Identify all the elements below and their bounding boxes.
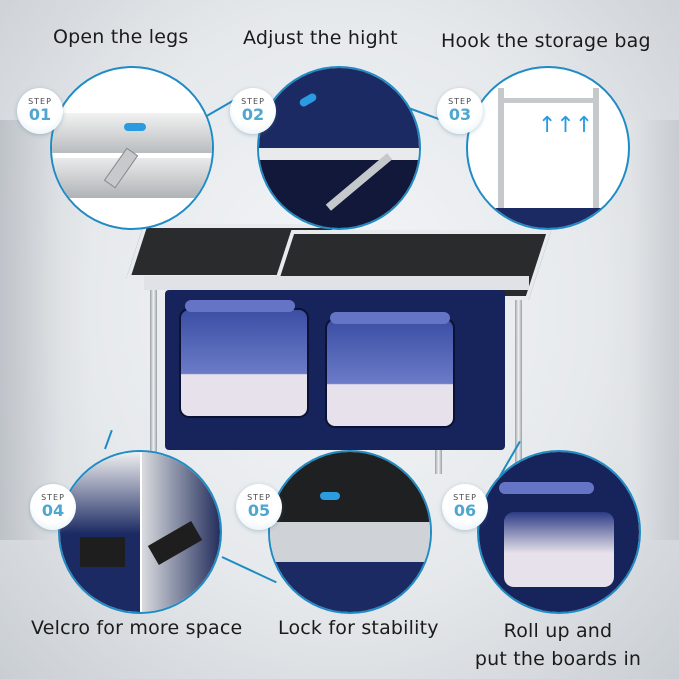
step-label: STEP [453, 493, 477, 502]
step-02-badge: STEP 02 [230, 88, 276, 134]
step-number: 02 [241, 105, 265, 124]
step-04-caption: Velcro for more space [31, 617, 243, 639]
step-05-caption: Lock for stability [278, 617, 439, 639]
step-number: 01 [28, 105, 52, 124]
storage-cubby-right [325, 318, 455, 428]
up-arrows-icon: ↑↑↑ [538, 113, 594, 138]
arrow-icon [320, 492, 340, 500]
step-label: STEP [247, 493, 271, 502]
storage-cubby-left [179, 308, 309, 418]
step-label: STEP [448, 97, 472, 106]
rolled-flap [185, 300, 295, 312]
step-06-badge: STEP 06 [442, 484, 488, 530]
arrow-icon [124, 123, 146, 131]
table-leg [515, 294, 522, 464]
connector-line [221, 556, 277, 584]
step-label: STEP [241, 97, 265, 106]
camping-table-image [126, 224, 552, 474]
step-number: 04 [41, 501, 65, 520]
step-06-caption: Roll up and put the boards in [470, 617, 646, 673]
table-frame [144, 276, 529, 290]
storage-bag [165, 290, 505, 450]
step-06-caption-line1: Roll up and [503, 620, 613, 642]
step-06-caption-line2: put the boards in [474, 648, 642, 670]
step-03-caption: Hook the storage bag [441, 30, 651, 52]
step-06-photo [477, 450, 641, 614]
step-number: 05 [247, 501, 271, 520]
step-05-photo [268, 450, 432, 614]
step-01-badge: STEP 01 [17, 88, 63, 134]
step-04-photo [58, 450, 222, 614]
connector-line [104, 429, 113, 450]
step-02-caption: Adjust the hight [243, 27, 398, 49]
step-03-photo: ↑↑↑ [466, 66, 630, 230]
step-label: STEP [28, 97, 52, 106]
step-03-badge: STEP 03 [437, 88, 483, 134]
rolled-flap [330, 312, 450, 324]
step-01-caption: Open the legs [53, 26, 189, 48]
step-01-photo [50, 66, 214, 230]
step-05-badge: STEP 05 [236, 484, 282, 530]
step-02-photo [257, 66, 421, 230]
step-04-badge: STEP 04 [30, 484, 76, 530]
step-number: 03 [448, 105, 472, 124]
step-label: STEP [41, 493, 65, 502]
step-number: 06 [453, 501, 477, 520]
table-leg [150, 279, 157, 459]
